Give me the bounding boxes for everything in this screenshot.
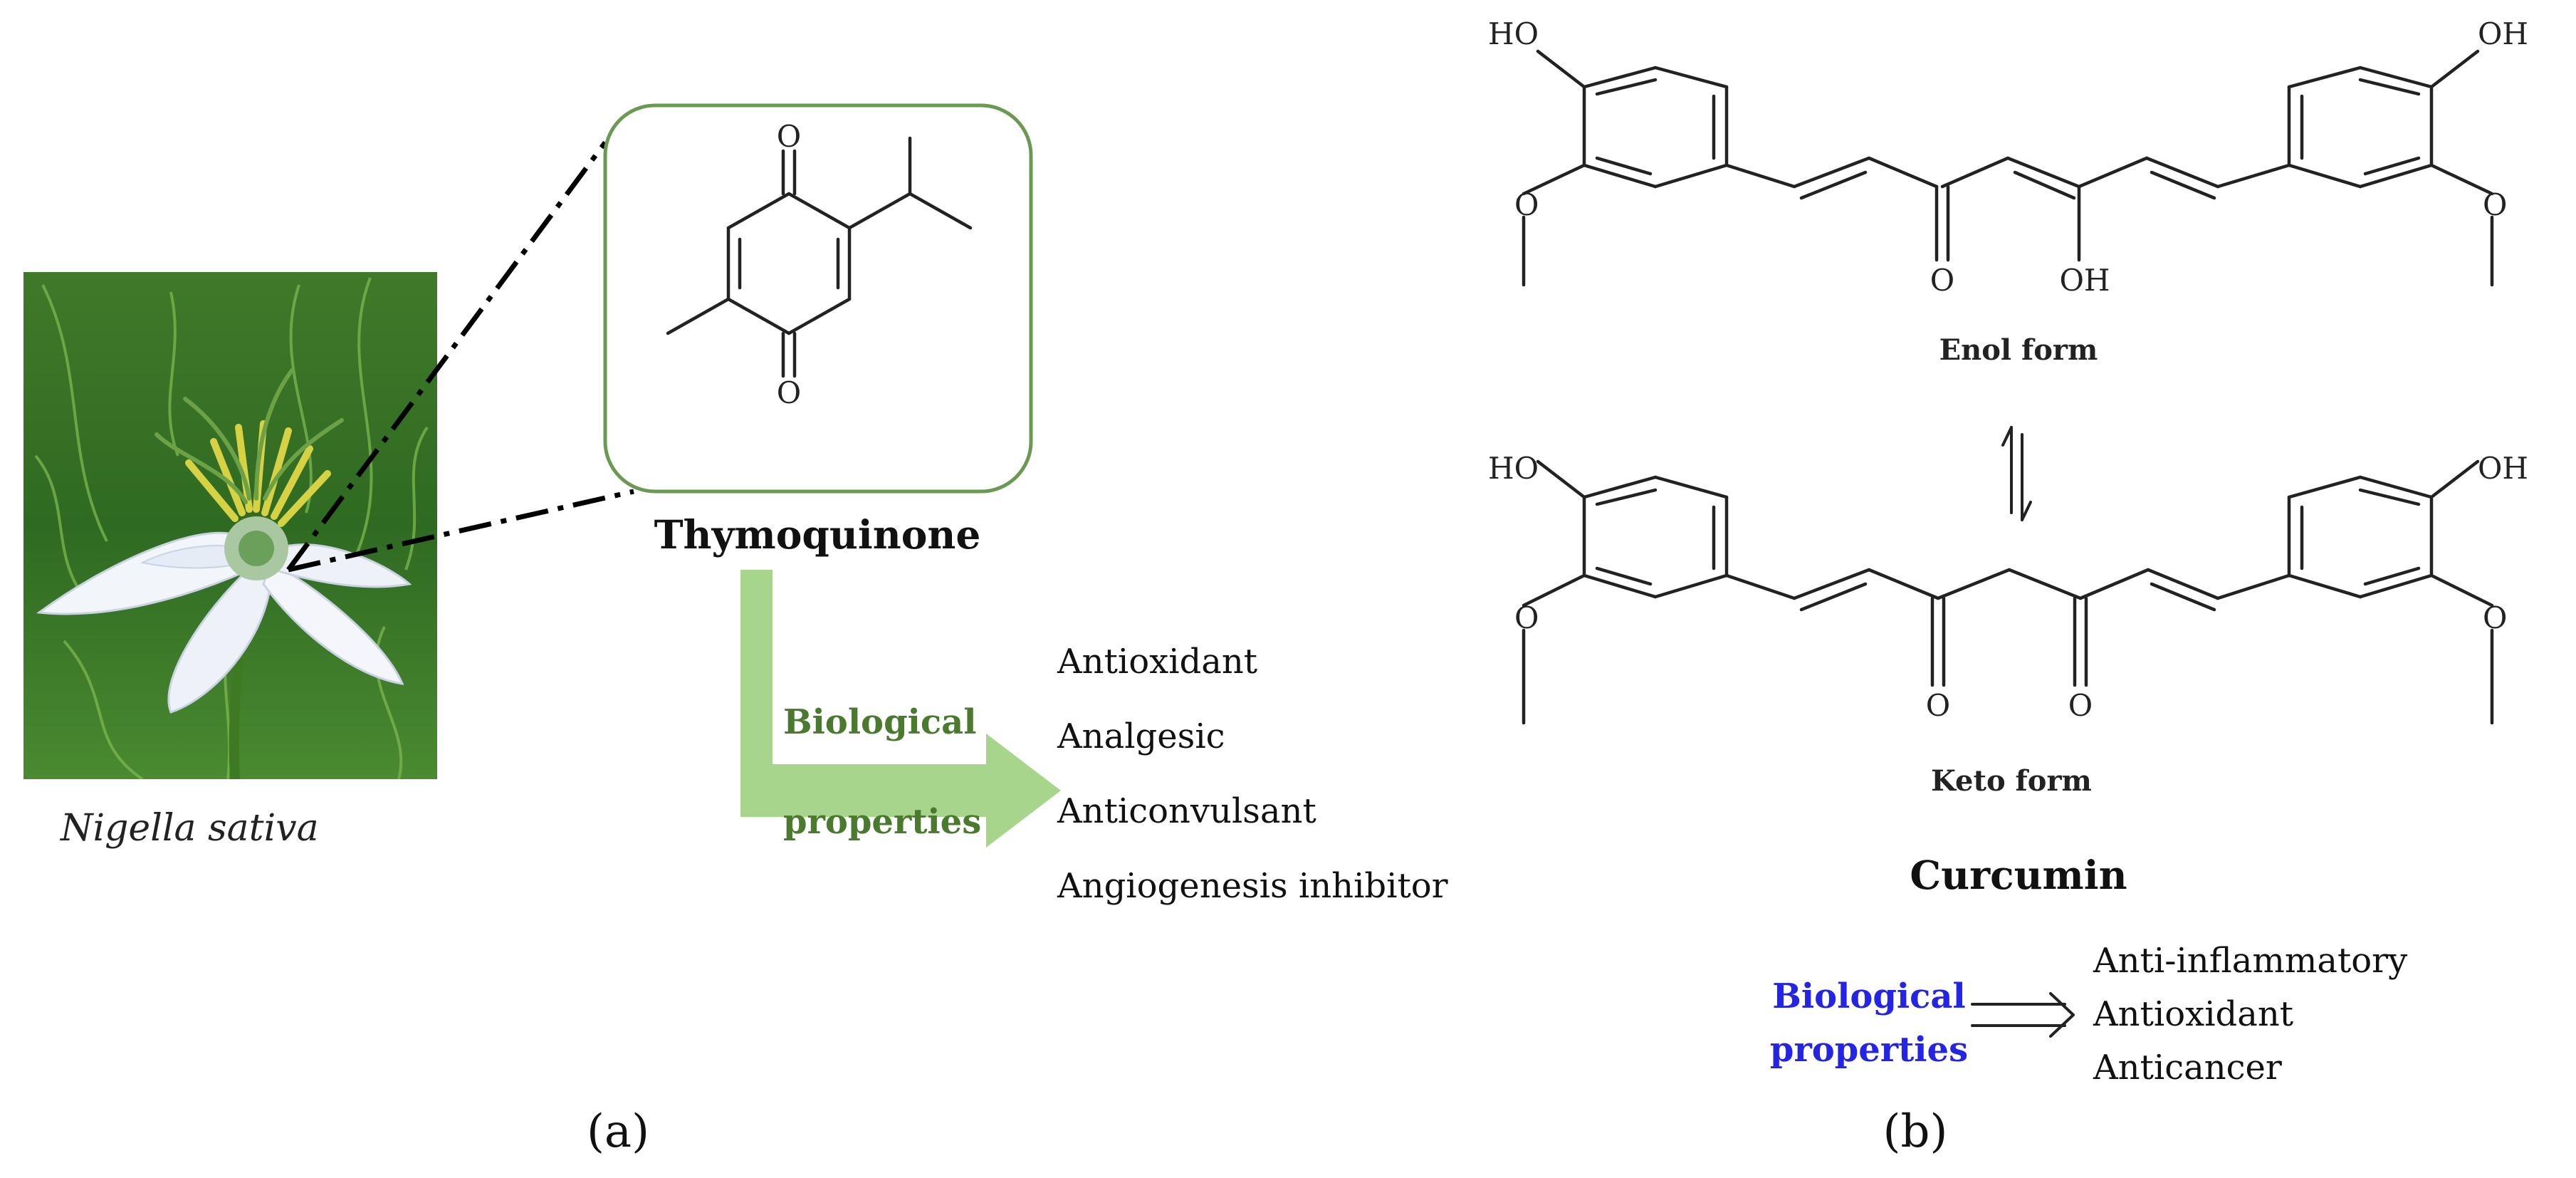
curcumin-keto-structure [1522, 459, 2494, 725]
nigella-sativa-photo [23, 272, 437, 779]
enol-form-label: Enol form [1939, 333, 2098, 367]
thymoquinone-property: Angiogenesis inhibitor [1057, 866, 1448, 906]
arrow-label-biological: Biological [783, 702, 976, 742]
enol-oh-right: OH [2478, 16, 2528, 51]
curcumin-bio-label-biological: Biological [1772, 976, 1965, 1016]
curcumin-bio-label-properties: properties [1770, 1030, 1968, 1070]
curcumin-enol-structure [1522, 49, 2494, 287]
thymoquinone-property: Anticonvulsant [1057, 791, 1316, 831]
thymoquinone-property: Antioxidant [1057, 642, 1257, 682]
implies-arrow [1971, 992, 2075, 1038]
panel-label-a: (a) [587, 1105, 649, 1158]
panel-label-b: (b) [1883, 1105, 1948, 1158]
keto-o-methoxy-left: O [1514, 600, 1539, 635]
keto-oh-right: OH [2478, 451, 2528, 486]
enol-oh-enol: OH [2059, 263, 2110, 298]
panel-b: HO OH O O O OH Enol form [1488, 16, 2528, 1158]
curcumin-property: Antioxidant [2093, 994, 2293, 1034]
thymoquinone-name: Thymoquinone [654, 511, 981, 558]
keto-oh-left: HO [1488, 451, 1539, 486]
curcumin-property: Anticancer [2093, 1048, 2282, 1088]
thymoquinone-o-bottom: O [777, 375, 801, 410]
thymoquinone-property: Analgesic [1057, 716, 1225, 756]
keto-o-ketone-right: O [2068, 688, 2093, 723]
zoom-lines [286, 140, 634, 573]
thymoquinone-structure [666, 136, 973, 378]
keto-o-methoxy-right: O [2483, 600, 2507, 635]
arrow-label-properties: properties [783, 802, 981, 842]
keto-o-ketone-left: O [1926, 688, 1950, 723]
thymoquinone-o-top: O [777, 119, 801, 154]
enol-oh-left: HO [1488, 16, 1539, 51]
curcumin-property: Anti-inflammatory [2093, 941, 2407, 981]
panel-a: O O Thymoquinone Biological properties A… [23, 103, 1448, 1158]
thymoquinone-frame [603, 103, 1033, 494]
biological-properties-arrow [740, 570, 1061, 848]
keto-form-label: Keto form [1931, 764, 2092, 798]
enol-o-methoxy-left: O [1514, 187, 1539, 222]
enol-o-ketone: O [1930, 263, 1954, 298]
curcumin-name: Curcumin [1910, 852, 2127, 898]
enol-o-methoxy-right: O [2483, 187, 2507, 222]
equilibrium-arrows [2001, 426, 2032, 521]
plant-caption: Nigella sativa [59, 807, 319, 850]
